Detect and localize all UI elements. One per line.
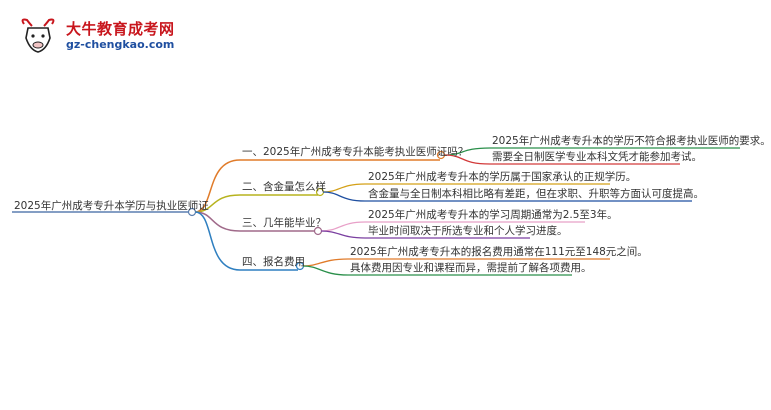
leaf-3-1: 2025年广州成考专升本的学习周期通常为2.5至3年。 (368, 209, 618, 221)
leaf-1-2: 需要全日制医学专业本科文凭才能参加考试。 (492, 151, 702, 163)
brand-logo[interactable]: 大牛教育成考网 gz-chengkao.com (18, 14, 174, 58)
bull-logo-icon (21, 18, 55, 53)
branch-2-label[interactable]: 二、含金量怎么样 (242, 181, 326, 193)
leaf-3-2: 毕业时间取决于所选专业和个人学习进度。 (368, 225, 568, 237)
leaf-4-2-connector (302, 265, 572, 276)
branch-3-label[interactable]: 三、几年能毕业？ (242, 217, 326, 229)
branch-3-connector (194, 211, 316, 232)
root-topic[interactable]: 2025年广州成考专升本学历与执业医师证 (14, 200, 209, 212)
leaf-3-2-connector (320, 230, 530, 239)
mindmap-connectors (12, 147, 740, 276)
branch-1-connector (194, 159, 440, 213)
leaf-4-2: 具体费用因专业和课程而异，需提前了解各项费用。 (350, 262, 592, 274)
branch-4-label[interactable]: 四、报名费用 (242, 256, 305, 268)
branch-1-label[interactable]: 一、2025年广州成考专升本能考执业医师证吗？ (242, 146, 469, 158)
leaf-2-1: 2025年广州成考专升本的学历属于国家承认的正规学历。 (368, 171, 637, 183)
leaf-2-2: 含金量与全日制本科相比略有差距，但在求职、升职等方面认可度提高。 (368, 188, 704, 200)
leaf-2-2-connector (322, 191, 692, 202)
branch-2-connector (194, 194, 318, 213)
branch-4-connector (194, 211, 298, 271)
leaf-4-1: 2025年广州成考专升本的报名费用通常在111元至148元之间。 (350, 246, 648, 258)
leaf-1-2-connector (443, 154, 680, 165)
brand-name: 大牛教育成考网 (66, 20, 175, 38)
brand-url: gz-chengkao.com (66, 38, 175, 51)
leaf-1-1: 2025年广州成考专升本的学历不符合报考执业医师的要求。 (492, 135, 771, 147)
